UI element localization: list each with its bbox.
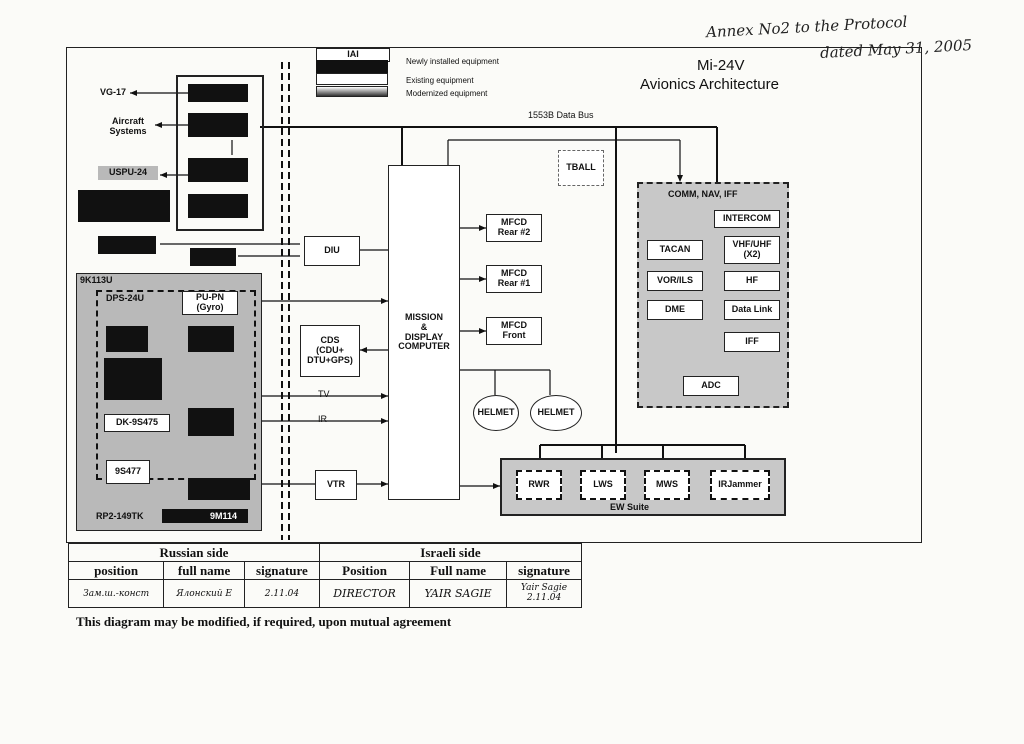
il-position-value: DIRECTOR [318, 579, 411, 608]
rwr-box: RWR [516, 470, 562, 500]
tacan-box: TACAN [647, 240, 703, 260]
il-signature-value: Yair Sagie 2.11.04 [505, 579, 583, 608]
diagram-title-line1: Mi-24V [697, 57, 745, 74]
vhfuhf-box: VHF/UHF (X2) [724, 236, 780, 264]
dps-block-2 [188, 326, 234, 352]
comm-nav-iff-title: COMM, NAV, IFF [668, 189, 738, 199]
dps-block-3 [104, 358, 162, 400]
intercom-box: INTERCOM [714, 210, 780, 228]
legend-existing-label: Existing equipment [406, 76, 474, 85]
il-position-header: Position [318, 561, 411, 580]
vorils-box: VOR/ILS [647, 271, 703, 291]
signature-table: Russian side Israeli side position full … [67, 543, 583, 608]
ir-label: IR [318, 414, 327, 424]
dme-box: DME [647, 300, 703, 320]
legend-new-label: Newly installed equipment [406, 57, 499, 66]
left-black-block-2 [98, 236, 156, 254]
il-signature-header: signature [505, 561, 583, 580]
irjammer-box: IRJammer [710, 470, 770, 500]
group-9k113u-label: 9K113U [80, 275, 113, 285]
s9477-box: 9S477 [106, 460, 150, 484]
helmet-2: HELMET [530, 395, 582, 431]
left-black-block-3 [190, 248, 236, 266]
iff-box: IFF [724, 332, 780, 352]
russian-side-header: Russian side [68, 543, 320, 562]
legend-modernized-label: Modernized equipment [406, 89, 488, 98]
mfcd-front-box: MFCD Front [486, 317, 542, 345]
ew-suite-title: EW Suite [610, 502, 650, 512]
tball-box: TBALL [558, 150, 604, 186]
mws-box: MWS [644, 470, 690, 500]
footer-note: This diagram may be modified, if require… [76, 614, 452, 629]
ru-position-value: Зам.ш.-конст [67, 579, 165, 608]
legend-iai-label: IAI [347, 49, 359, 59]
mission-display-computer-box: MISSION & DISPLAY COMPUTER [388, 165, 460, 500]
legend-existing-swatch [316, 73, 388, 85]
upper-equipment-group [176, 75, 264, 231]
rp2-149tk-label: RP2-149TK [96, 511, 144, 521]
helmet-1: HELMET [473, 395, 519, 431]
dps24u-label: DPS-24U [106, 293, 145, 303]
datalink-box: Data Link [724, 300, 780, 320]
dk9s475-box: DK-9S475 [104, 414, 170, 432]
dps-block-4 [188, 408, 234, 436]
diagram-title-line2: Avionics Architecture [640, 76, 779, 93]
legend-new-swatch [316, 60, 388, 73]
lws-box: LWS [580, 470, 626, 500]
dps24u-dashed-group [96, 290, 256, 480]
hf-box: HF [724, 271, 780, 291]
cds-box: CDS (CDU+ DTU+GPS) [300, 325, 360, 377]
bus-label: 1553B Data Bus [528, 110, 594, 120]
upper-block-2 [188, 113, 248, 137]
vg17-box: VG-17 [99, 87, 126, 98]
mfcd-rear2-box: MFCD Rear #2 [486, 214, 542, 242]
m114-label: 9M114 [210, 511, 238, 521]
uspu24-box: USPU-24 [98, 166, 158, 180]
mfcd-rear1-box: MFCD Rear #1 [486, 265, 542, 293]
ru-signature-value: 2.11.04 [243, 579, 320, 608]
israeli-side-header: Israeli side [318, 543, 583, 562]
ru-fullname-value: Ялонский Е [163, 579, 245, 608]
ru-position-header: position [67, 561, 165, 580]
pupn-gyro-box: PU-PN (Gyro) [182, 291, 238, 315]
tv-label: TV [318, 389, 330, 399]
m114-block [162, 509, 248, 523]
upper-block-4 [188, 194, 248, 218]
dps-block-5 [188, 478, 250, 500]
legend-modernized-swatch [316, 86, 388, 97]
diagram-frame [66, 47, 922, 543]
dps-block-1 [106, 326, 148, 352]
upper-block-1 [188, 84, 248, 102]
vtr-box: VTR [315, 470, 357, 500]
il-fullname-header: Full name [409, 561, 507, 580]
left-black-block-1 [78, 190, 170, 222]
il-fullname-value: YAIR SAGIE [409, 579, 507, 608]
upper-block-3 [188, 158, 248, 182]
diu-box: DIU [304, 236, 360, 266]
adc-box: ADC [683, 376, 739, 396]
ru-fullname-header: full name [163, 561, 245, 580]
ru-signature-header: signature [243, 561, 320, 580]
aircraft-systems-box: Aircraft Systems [109, 116, 147, 136]
